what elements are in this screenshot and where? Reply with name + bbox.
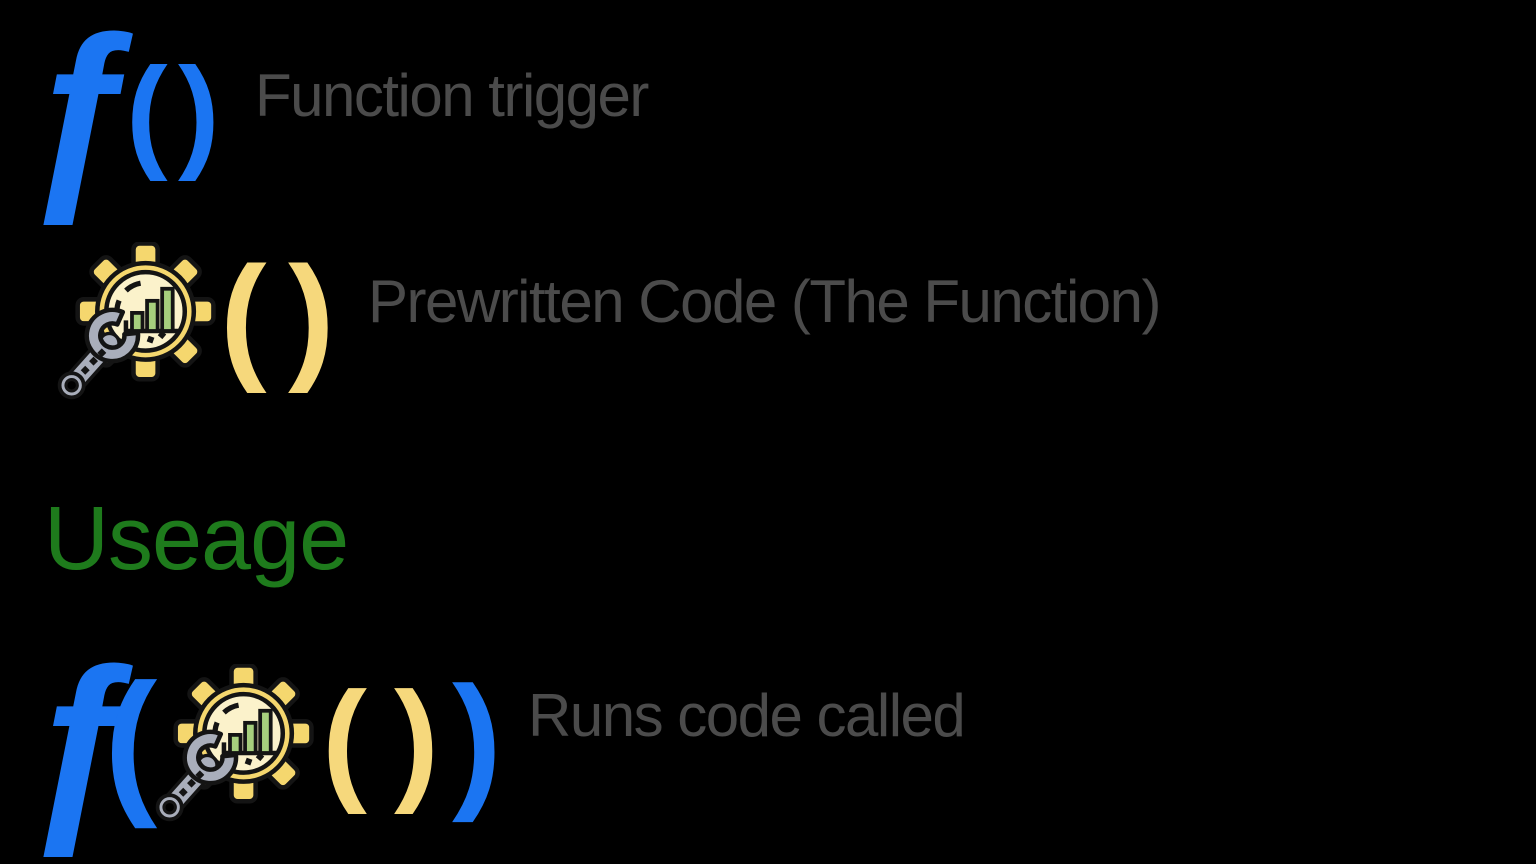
- wrench-icon: [155, 729, 239, 822]
- prewritten-code-label: Prewritten Code (The Function): [368, 268, 1162, 335]
- yellow-close-paren: ): [288, 237, 335, 394]
- function-symbol: ƒ: [26, 621, 144, 858]
- blue-open-paren: (: [126, 43, 168, 182]
- yellow-open-paren: (: [322, 664, 367, 815]
- runs-code-label: Runs code called: [528, 682, 966, 749]
- blue-close-paren: ): [452, 655, 502, 823]
- wrench-icon: [57, 307, 141, 400]
- blue-close-paren: ): [178, 43, 220, 182]
- gear-wrench-chart-icon: [57, 242, 216, 400]
- blue-open-paren: (: [104, 650, 158, 829]
- gear-icon: [173, 664, 314, 804]
- usage-heading: Useage: [44, 489, 349, 589]
- function-trigger-label: Function trigger: [255, 62, 649, 129]
- yellow-open-paren: (: [220, 237, 267, 394]
- yellow-close-paren: ): [394, 664, 439, 815]
- gear-wrench-chart-icon: [155, 664, 314, 822]
- handle-diamonds: [178, 770, 205, 797]
- function-symbol: ƒ: [26, 0, 144, 226]
